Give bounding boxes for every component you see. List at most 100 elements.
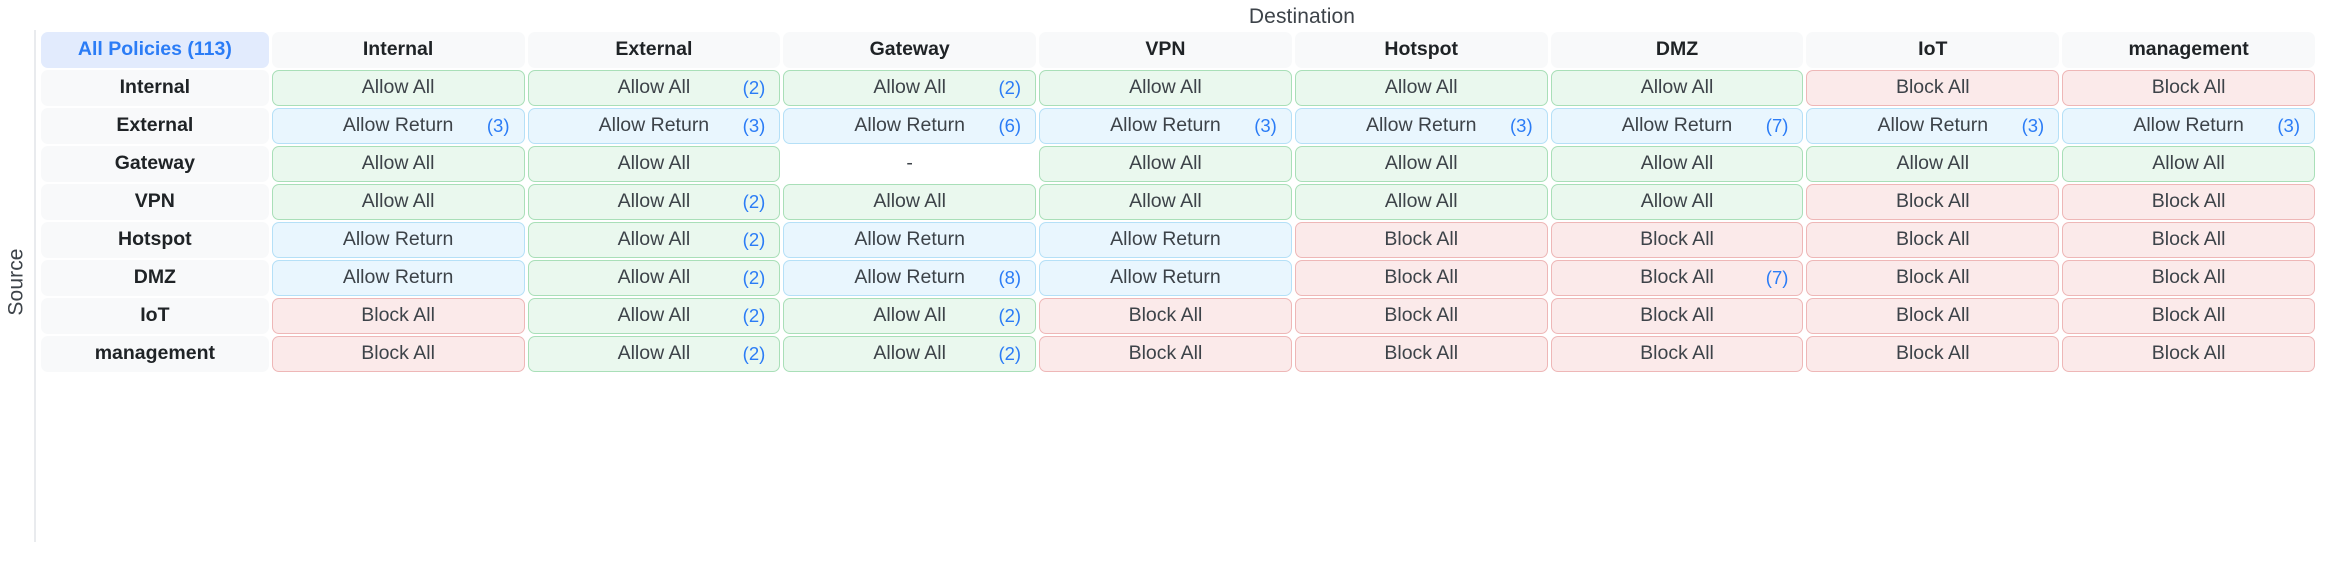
policy-cell-internal-to-hotspot[interactable]: Allow All xyxy=(1294,70,1548,106)
column-header-cell: Gateway xyxy=(783,32,1037,68)
row-header-vpn[interactable]: VPN xyxy=(41,184,269,220)
policy-cell-internal-to-internal[interactable]: Allow All xyxy=(271,70,525,106)
policy-cell-management-to-internal[interactable]: Block All xyxy=(271,336,525,372)
policy-cell-external-to-external[interactable]: Allow Return(3) xyxy=(527,108,781,144)
policy-cell-vpn-to-hotspot[interactable]: Allow All xyxy=(1294,184,1548,220)
policy-cell-management-to-management[interactable]: Block All xyxy=(2062,336,2315,372)
policy-action-label: Allow All xyxy=(1129,152,1202,175)
policy-cell-gateway-to-external[interactable]: Allow All xyxy=(527,146,781,182)
matrix-cell: Allow All(2) xyxy=(527,222,781,258)
row-header-iot[interactable]: IoT xyxy=(41,298,269,334)
policy-cell-dmz-to-iot[interactable]: Block All xyxy=(1806,260,2060,296)
policy-cell-management-to-iot[interactable]: Block All xyxy=(1806,336,2060,372)
policy-cell-gateway-to-vpn[interactable]: Allow All xyxy=(1039,146,1292,182)
policy-cell-iot-to-external[interactable]: Allow All(2) xyxy=(527,298,781,334)
policy-cell-vpn-to-dmz[interactable]: Allow All xyxy=(1550,184,1804,220)
matrix-cell: Allow All(2) xyxy=(783,336,1037,372)
policy-cell-hotspot-to-internal[interactable]: Allow Return xyxy=(271,222,525,258)
policy-cell-external-to-internal[interactable]: Allow Return(3) xyxy=(271,108,525,144)
policy-cell-management-to-hotspot[interactable]: Block All xyxy=(1294,336,1548,372)
policy-cell-dmz-to-gateway[interactable]: Allow Return(8) xyxy=(783,260,1037,296)
policy-cell-gateway-to-dmz[interactable]: Allow All xyxy=(1550,146,1804,182)
policy-cell-iot-to-management[interactable]: Block All xyxy=(2062,298,2315,334)
policy-cell-hotspot-to-external[interactable]: Allow All(2) xyxy=(527,222,781,258)
row-header-management[interactable]: management xyxy=(41,336,269,372)
column-header-hotspot[interactable]: Hotspot xyxy=(1294,32,1548,68)
matrix-cell: Allow All xyxy=(271,70,525,106)
policy-cell-vpn-to-external[interactable]: Allow All(2) xyxy=(527,184,781,220)
policy-cell-hotspot-to-dmz[interactable]: Block All xyxy=(1550,222,1804,258)
policy-cell-vpn-to-internal[interactable]: Allow All xyxy=(271,184,525,220)
column-header-management[interactable]: management xyxy=(2062,32,2315,68)
policy-cell-internal-to-gateway[interactable]: Allow All(2) xyxy=(783,70,1037,106)
all-policies-button[interactable]: All Policies (113) xyxy=(41,32,269,68)
policy-cell-dmz-to-vpn[interactable]: Allow Return xyxy=(1039,260,1292,296)
matrix-cell: Allow All xyxy=(1550,146,1804,182)
policy-cell-dmz-to-internal[interactable]: Allow Return xyxy=(271,260,525,296)
column-header-external[interactable]: External xyxy=(527,32,781,68)
column-header-vpn[interactable]: VPN xyxy=(1039,32,1292,68)
policy-cell-dmz-to-dmz[interactable]: Block All(7) xyxy=(1550,260,1804,296)
policy-cell-management-to-dmz[interactable]: Block All xyxy=(1550,336,1804,372)
policy-cell-hotspot-to-iot[interactable]: Block All xyxy=(1806,222,2060,258)
row-header-external[interactable]: External xyxy=(41,108,269,144)
policy-cell-hotspot-to-hotspot[interactable]: Block All xyxy=(1294,222,1548,258)
column-header-internal[interactable]: Internal xyxy=(271,32,525,68)
policy-cell-vpn-to-gateway[interactable]: Allow All xyxy=(783,184,1037,220)
policy-count-badge: (2) xyxy=(742,76,766,98)
policy-cell-internal-to-vpn[interactable]: Allow All xyxy=(1039,70,1292,106)
row-header-gateway[interactable]: Gateway xyxy=(41,146,269,182)
column-header-iot[interactable]: IoT xyxy=(1806,32,2060,68)
policy-action-label: Allow Return xyxy=(342,266,454,289)
policy-cell-iot-to-iot[interactable]: Block All xyxy=(1806,298,2060,334)
policy-cell-iot-to-dmz[interactable]: Block All xyxy=(1550,298,1804,334)
policy-cell-vpn-to-vpn[interactable]: Allow All xyxy=(1039,184,1292,220)
policy-cell-external-to-hotspot[interactable]: Allow Return(3) xyxy=(1294,108,1548,144)
policy-action-label: Allow All xyxy=(1640,76,1714,99)
row-header-dmz[interactable]: DMZ xyxy=(41,260,269,296)
policy-cell-internal-to-external[interactable]: Allow All(2) xyxy=(527,70,781,106)
policy-cell-dmz-to-external[interactable]: Allow All(2) xyxy=(527,260,781,296)
matrix-row: DMZ Allow Return Allow All(2)Allow Return(… xyxy=(41,260,2315,296)
column-header-gateway[interactable]: Gateway xyxy=(783,32,1037,68)
policy-cell-external-to-gateway[interactable]: Allow Return(6) xyxy=(783,108,1037,144)
matrix-cell: Block All xyxy=(1806,222,2060,258)
policy-cell-gateway-to-management[interactable]: Allow All xyxy=(2062,146,2315,182)
policy-cell-management-to-gateway[interactable]: Allow All(2) xyxy=(783,336,1037,372)
policy-cell-internal-to-dmz[interactable]: Allow All xyxy=(1550,70,1804,106)
matrix-cell: Allow All(2) xyxy=(527,70,781,106)
row-header-hotspot[interactable]: Hotspot xyxy=(41,222,269,258)
policy-cell-internal-to-iot[interactable]: Block All xyxy=(1806,70,2060,106)
matrix-cell: Block All xyxy=(271,298,525,334)
policy-action-label: Allow All xyxy=(617,152,691,175)
policy-cell-external-to-iot[interactable]: Allow Return(3) xyxy=(1806,108,2060,144)
column-header-dmz[interactable]: DMZ xyxy=(1550,32,1804,68)
policy-cell-gateway-to-iot[interactable]: Allow All xyxy=(1806,146,2060,182)
policy-cell-hotspot-to-vpn[interactable]: Allow Return xyxy=(1039,222,1292,258)
policy-cell-external-to-dmz[interactable]: Allow Return(7) xyxy=(1550,108,1804,144)
policy-cell-vpn-to-management[interactable]: Block All xyxy=(2062,184,2315,220)
matrix-cell: Block All xyxy=(1806,298,2060,334)
policy-cell-hotspot-to-management[interactable]: Block All xyxy=(2062,222,2315,258)
policy-cell-dmz-to-hotspot[interactable]: Block All xyxy=(1294,260,1548,296)
policy-cell-gateway-to-hotspot[interactable]: Allow All xyxy=(1294,146,1548,182)
matrix-cell: Block All(7) xyxy=(1550,260,1804,296)
policy-action-label: Allow All xyxy=(361,190,435,213)
policy-cell-dmz-to-management[interactable]: Block All xyxy=(2062,260,2315,296)
policy-matrix-table: All Policies (113) Internal External Gat… xyxy=(38,30,2318,374)
policy-cell-iot-to-internal[interactable]: Block All xyxy=(271,298,525,334)
policy-cell-gateway-to-internal[interactable]: Allow All xyxy=(271,146,525,182)
policy-cell-management-to-external[interactable]: Allow All(2) xyxy=(527,336,781,372)
policy-cell-vpn-to-iot[interactable]: Block All xyxy=(1806,184,2060,220)
policy-cell-iot-to-vpn[interactable]: Block All xyxy=(1039,298,1292,334)
policy-cell-external-to-vpn[interactable]: Allow Return(3) xyxy=(1039,108,1292,144)
matrix-cell: Block All xyxy=(2062,222,2315,258)
policy-cell-external-to-management[interactable]: Allow Return(3) xyxy=(2062,108,2315,144)
policy-action-label: Block All xyxy=(1895,304,1970,327)
row-header-internal[interactable]: Internal xyxy=(41,70,269,106)
policy-cell-hotspot-to-gateway[interactable]: Allow Return xyxy=(783,222,1037,258)
policy-cell-internal-to-management[interactable]: Block All xyxy=(2062,70,2315,106)
policy-cell-management-to-vpn[interactable]: Block All xyxy=(1039,336,1292,372)
policy-cell-iot-to-gateway[interactable]: Allow All(2) xyxy=(783,298,1037,334)
policy-cell-iot-to-hotspot[interactable]: Block All xyxy=(1294,298,1548,334)
